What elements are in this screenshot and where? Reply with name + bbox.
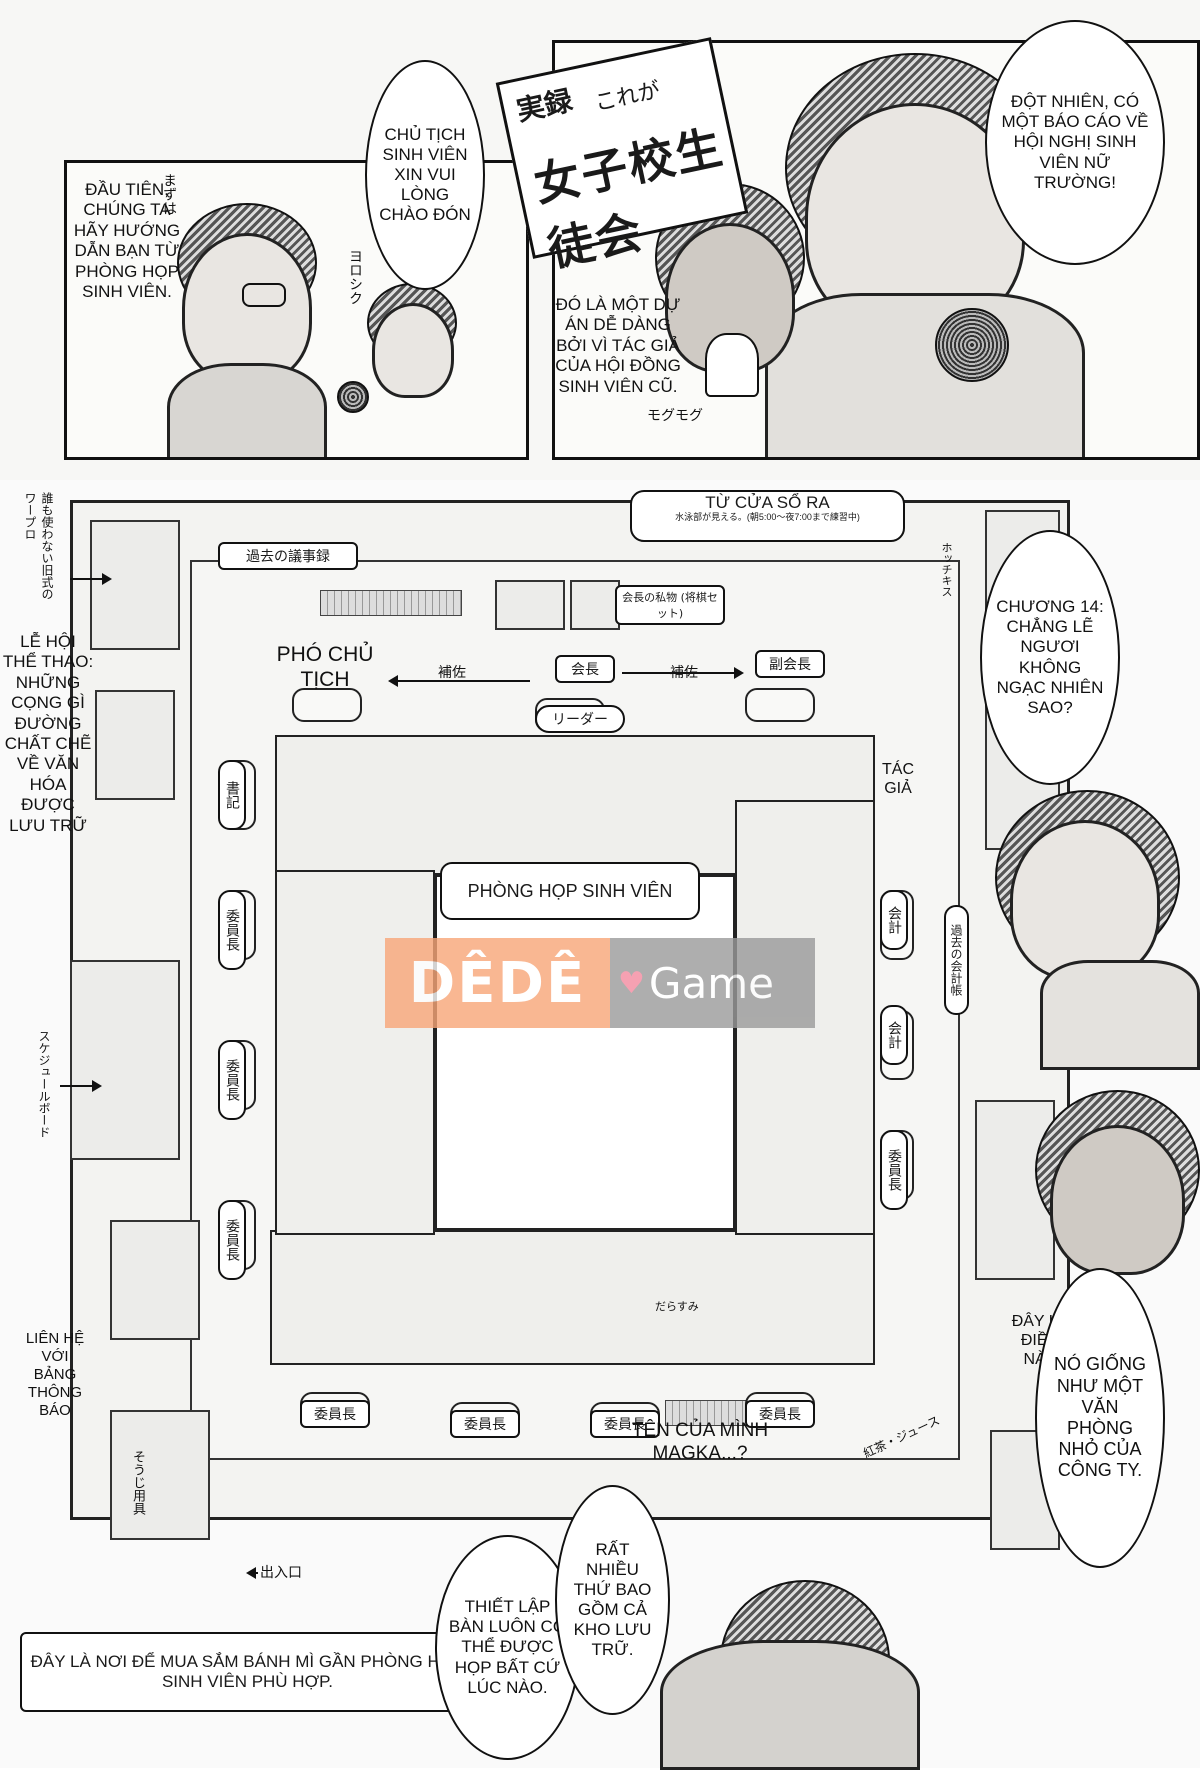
lots-of-bubble: RẤT NHIỀU THỨ BAO GỒM CẢ KHO LƯU TRỮ.	[555, 1485, 670, 1715]
sports-festival-text: LỄ HỘI THỂ THAO: NHỮNG CỌNG GÌ ĐƯỜNG CHẤ…	[2, 632, 94, 835]
announcer-body	[765, 293, 1085, 457]
bubble-project: ĐÓ LÀ MỘT DỰ ÁN DỄ DÀNG BỞI VÌ TÁC GIẢ C…	[555, 295, 681, 396]
chair-vice-president-2	[745, 688, 815, 722]
meeting-table-bottom	[270, 1230, 875, 1365]
contact-board-text: LIÊN HỆ VỚI BẢNG THÔNG BÁO	[25, 1330, 85, 1419]
glasses-girl-body	[167, 363, 327, 457]
heart-icon: ♥	[618, 965, 645, 1001]
watermark-right-box: ♥ Game	[610, 938, 815, 1028]
watermark-left: DÊDÊ	[385, 938, 610, 1028]
table-center-opening	[435, 875, 735, 1230]
member-label-4: 委員長	[880, 1130, 908, 1210]
president-desk-box-2	[570, 580, 620, 630]
minutes-bookshelf	[320, 590, 462, 616]
set-meeting-bubble: THIẾT LẬP BÀN LUÔN CÓ THỂ ĐƯỢC HỌP BẤT C…	[435, 1535, 580, 1760]
bubble-first: ĐẦU TIÊN, CHÚNG TA HÃY HƯỚNG DẪN BẠN TỪ …	[73, 180, 181, 301]
lead-label: ホッチキス	[940, 542, 953, 597]
accounting-label-2: 会計	[880, 1005, 908, 1065]
meeting-room-label: PHÒNG HỌP SINH VIÊN	[440, 862, 700, 920]
bubble-sudden: ĐỘT NHIÊN, CÓ MỘT BÁO CÁO VỀ HỘI NGHỊ SI…	[985, 20, 1165, 265]
schedule-board-label: スケジュールボード	[37, 1030, 51, 1138]
vice-president-label: PHÓ CHỦ TỊCH	[276, 643, 374, 692]
member-label-3: 委員長	[218, 1200, 246, 1280]
small-girl-face	[372, 303, 454, 398]
member-label-2: 委員長	[218, 1040, 246, 1120]
bread-shop-text: ĐÂY LÀ NƠI ĐỂ MUA SẮM BÁNH MÌ GẦN PHÒNG …	[20, 1632, 475, 1712]
title-flag-line2: これが	[592, 78, 663, 117]
arrow-president-to-vice	[622, 667, 744, 679]
bottom-girl-body	[660, 1640, 920, 1770]
member-label-1: 委員長	[218, 890, 246, 970]
arrow-schedule	[60, 1080, 102, 1092]
jp-mogu: モグモグ	[647, 408, 703, 424]
vice-president-jp-label: 副会長	[755, 650, 825, 678]
title-flag-line1: 実録	[513, 83, 576, 128]
window-label: TỪ CỬA SỔ RA	[705, 493, 830, 512]
assistant-label-1: 補佐	[438, 665, 466, 681]
meeting-table-left	[275, 870, 435, 1235]
arrow-vice-to-president	[388, 675, 530, 687]
chair-vice-president	[292, 688, 362, 722]
snack-girl-face	[1050, 1125, 1185, 1275]
glasses-icon	[242, 283, 286, 307]
glasses-girl-face	[182, 233, 312, 383]
president-label: 会長	[555, 655, 615, 683]
author-girl-body	[1040, 960, 1200, 1070]
chapter-bubble: CHƯƠNG 14: CHẲNG LẼ NGƯƠI KHÔNG NGẠC NHI…	[980, 530, 1120, 785]
cleaning-locker	[110, 1410, 210, 1540]
member-label-8: 委員長	[745, 1400, 815, 1428]
watermark-right: Game	[648, 958, 774, 1008]
wordpro-cabinet	[90, 520, 180, 650]
bubble-welcome: CHỦ TỊCH SINH VIÊN XIN VUI LÒNG CHÀO ĐÓN	[365, 60, 485, 290]
member-label-7: 委員長	[590, 1410, 660, 1438]
tabinote-label: だらすみ	[655, 1300, 699, 1313]
window-jp: 水泳部が見える。(朝5:00〜夜7:00まで練習中)	[675, 511, 860, 522]
window-label-box: TỪ CỬA SỔ RA 水泳部が見える。(朝5:00〜夜7:00まで練習中)	[630, 490, 905, 542]
past-minutes-label: 過去の議事録	[218, 542, 358, 570]
arrow-entrance	[246, 1567, 258, 1579]
arrow-wordpro	[70, 573, 112, 585]
president-desk-box-1	[495, 580, 565, 630]
my-name-text: TÊN CỦA MÌNH MAGKA...?	[631, 1420, 769, 1464]
member-label-6: 委員長	[450, 1410, 520, 1438]
president-private-label: 会長の私物 (将棋セット)	[615, 585, 725, 625]
jp-yoroshiku: ヨロシク	[347, 249, 363, 305]
dede-game-watermark: DÊDÊ ♥ Game	[385, 938, 815, 1028]
member-label-5: 委員長	[300, 1400, 370, 1428]
entrance-label: 出入口	[260, 1565, 302, 1581]
author-label: TÁC GIẢ	[882, 761, 914, 798]
author-girl-face	[1010, 820, 1160, 980]
ice-cream-icon	[705, 333, 759, 397]
past-accounts-label: 過去の会計帳	[944, 905, 969, 1015]
accounting-label-1: 会計	[880, 890, 908, 950]
leader-label: リーダー	[535, 705, 625, 733]
secretary-label: 書記	[218, 760, 246, 830]
announcer-microphone-icon	[935, 308, 1009, 382]
storage-shelf-1	[95, 690, 175, 800]
cleaning-label: そうじ用具	[130, 1450, 145, 1515]
microphone-icon	[337, 381, 369, 413]
storage-shelf-2	[70, 960, 180, 1160]
jp-mazu: まずは	[161, 173, 177, 215]
like-office-bubble: NÓ GIỐNG NHƯ MỘT VĂN PHÒNG NHỎ CỦA CÔNG …	[1035, 1268, 1165, 1568]
old-wordpro-label: 誰も使わない旧式のワープロ	[23, 492, 54, 600]
title-flag: 実録 これが 女子校生徒会	[495, 37, 749, 277]
storage-shelf-3	[110, 1220, 200, 1340]
